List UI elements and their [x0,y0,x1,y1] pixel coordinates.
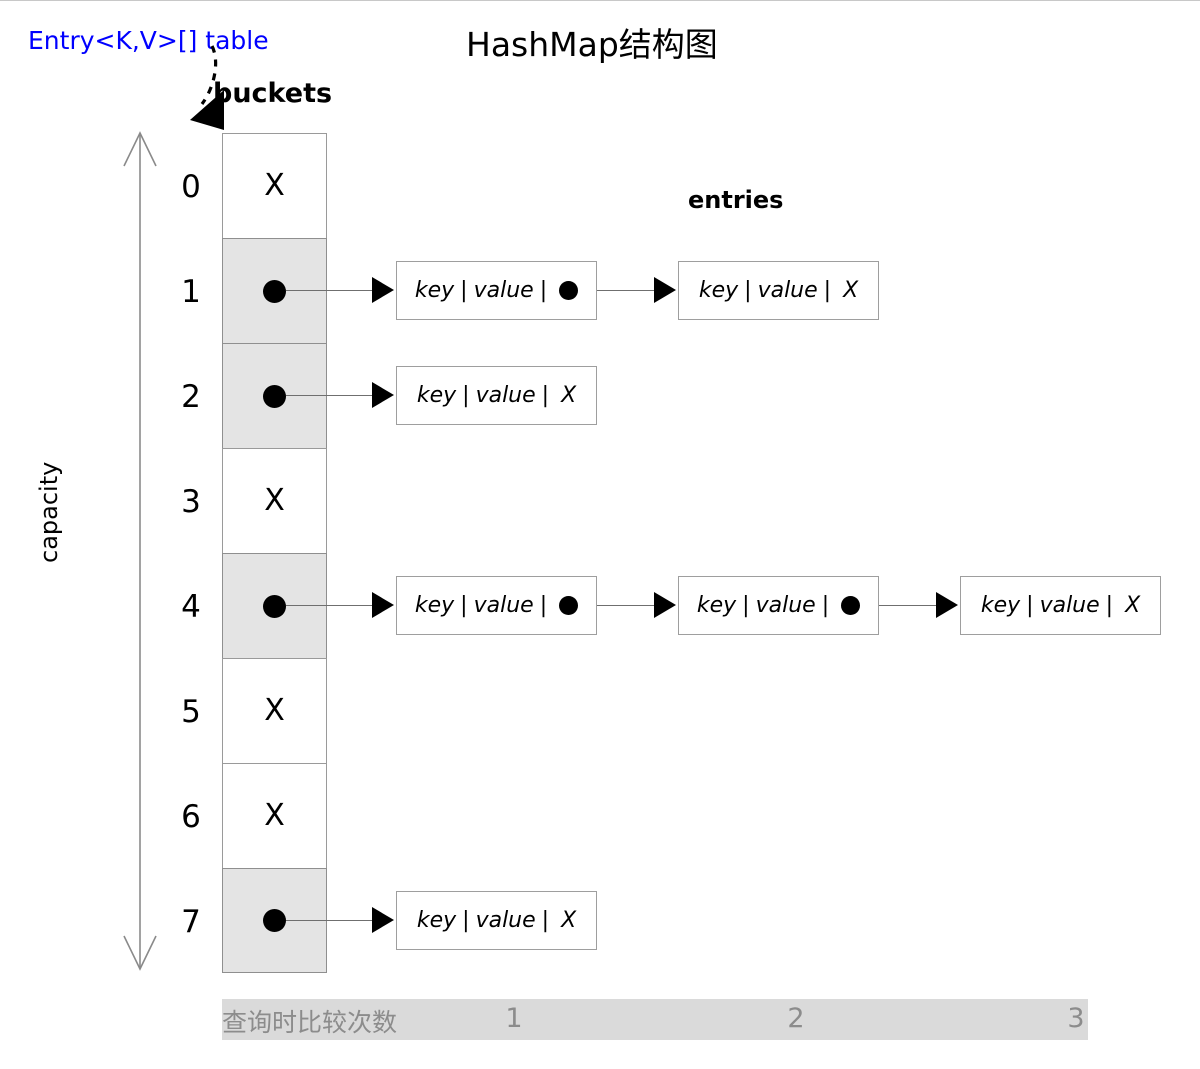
arrow-right-icon [936,592,958,618]
entry-key: key [414,593,455,618]
x-mark-icon: X [264,798,285,833]
bucket-index-7: 7 [181,903,201,940]
bucket-index-2: 2 [181,378,201,415]
bucket-array: 0 X 1 2 3 X 4 5 X 6 X 7 [181,133,327,973]
entry-node[interactable]: key | value | X [396,366,597,425]
entry-value: value [473,593,534,618]
top-divider [0,0,1200,1]
arrow-right-icon [372,277,394,303]
bucket-cell-0[interactable]: 0 X [181,133,327,238]
entry-key: key [416,383,457,408]
connector-line [286,395,372,396]
bucket-index-0: 0 [181,168,201,205]
x-mark-icon: X [843,278,859,303]
entry-separator: | [460,278,468,303]
capacity-label: capacity [35,461,63,563]
filled-circle-icon [263,279,286,303]
compare-count-2: 2 [787,1003,805,1034]
connector-line [286,290,372,291]
entry-key: key [416,908,457,933]
entries-label: entries [688,186,784,214]
x-mark-icon: X [264,483,285,518]
filled-circle-icon [841,596,861,615]
arrow-right-icon [654,592,676,618]
entry-separator: | [742,593,750,618]
page-title: HashMap结构图 [466,25,718,64]
bucket-cell-5[interactable]: 5 X [181,658,327,763]
connector-line [286,605,372,606]
entry-separator: | [462,908,470,933]
connector-line [597,290,654,291]
bucket-cell-3[interactable]: 3 X [181,448,327,553]
entry-separator: | [823,278,832,303]
entry-separator: | [541,908,550,933]
arrow-right-icon [372,382,394,408]
arrow-right-icon [372,907,394,933]
entry-separator: | [539,593,548,618]
entry-node[interactable]: key | value | X [396,891,597,950]
filled-circle-icon [559,596,579,615]
entry-value: value [755,593,816,618]
entry-key: key [980,593,1021,618]
dashed-curved-arrow-icon [190,45,224,130]
compare-count-1: 1 [505,1003,523,1034]
entry-key: key [696,593,737,618]
bucket-cell-2[interactable]: 2 [181,343,327,448]
entry-node[interactable]: key | value | [396,261,597,320]
entry-node[interactable]: key | value | X [960,576,1161,635]
x-mark-icon: X [561,383,577,408]
bucket-index-5: 5 [181,693,201,730]
arrow-right-icon [654,277,676,303]
entry-separator: | [462,383,470,408]
arrow-right-icon [372,592,394,618]
x-mark-icon: X [1125,593,1141,618]
filled-circle-icon [559,281,579,300]
entry-separator: | [1026,593,1034,618]
entry-separator: | [539,278,548,303]
entry-value: value [757,278,818,303]
bucket-index-1: 1 [181,273,201,310]
entry-node[interactable]: key | value | X [678,261,879,320]
filled-circle-icon [263,909,286,932]
entry-value: value [475,908,536,933]
connector-line [879,605,938,606]
entry-separator: | [541,383,550,408]
filled-circle-icon [263,384,286,408]
bucket-index-3: 3 [181,483,201,520]
bucket-index-4: 4 [181,588,201,625]
connector-line [286,920,372,921]
filled-circle-icon [263,594,286,618]
entry-value: value [1039,593,1100,618]
entry-node[interactable]: key | value | [396,576,597,635]
entry-separator: | [460,593,468,618]
connector-line [597,605,654,606]
entry-key: key [698,278,739,303]
entry-node[interactable]: key | value | [678,576,879,635]
buckets-label: buckets [213,78,333,109]
compare-count-bar: 查询时比较次数 1 2 3 [222,999,1088,1040]
x-mark-icon: X [264,168,285,203]
double-arrow-vertical-icon [123,131,157,971]
table-field-label: Entry<K,V>[] table [28,26,269,55]
entry-separator: | [1105,593,1114,618]
bucket-cell-6[interactable]: 6 X [181,763,327,868]
x-mark-icon: X [561,908,577,933]
entry-value: value [473,278,534,303]
compare-count-3: 3 [1067,1003,1085,1034]
entry-value: value [475,383,536,408]
x-mark-icon: X [264,693,285,728]
entry-separator: | [821,593,830,618]
bucket-index-6: 6 [181,798,201,835]
entry-separator: | [744,278,752,303]
entry-key: key [414,278,455,303]
compare-count-label: 查询时比较次数 [222,1008,398,1037]
